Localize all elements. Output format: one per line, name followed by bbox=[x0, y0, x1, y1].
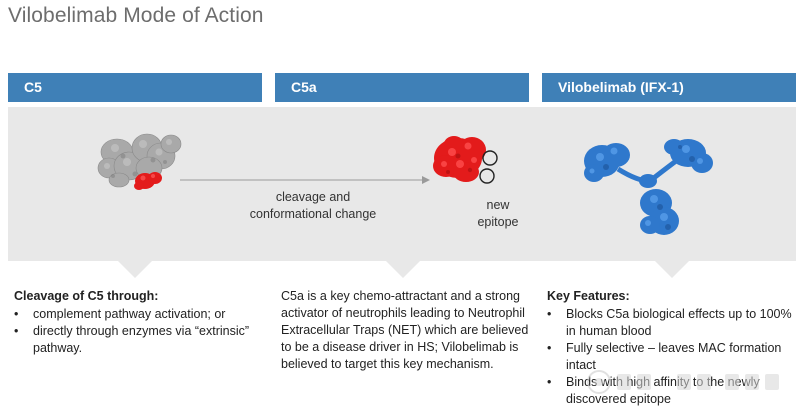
page-title: Vilobelimab Mode of Action bbox=[8, 4, 264, 27]
list-item: complement pathway activation; or bbox=[14, 306, 269, 323]
c5-protein-illustration bbox=[97, 133, 182, 190]
c5a-protein-illustration bbox=[433, 136, 498, 184]
cleavage-caption-line1: cleavage and bbox=[275, 190, 351, 204]
header-c5a: C5a bbox=[275, 73, 529, 102]
key-features-list: Blocks C5a biological effects up to 100%… bbox=[547, 306, 797, 408]
c5-description: Cleavage of C5 through: complement pathw… bbox=[14, 288, 269, 357]
epitope-caption-line2: epitope bbox=[477, 215, 519, 229]
epitope-caption: new epitope bbox=[458, 197, 538, 231]
pointer-c5 bbox=[118, 261, 152, 278]
c5-description-heading: Cleavage of C5 through: bbox=[14, 289, 159, 303]
list-item: Fully selective – leaves MAC formation i… bbox=[547, 340, 797, 374]
header-vilobelimab: Vilobelimab (IFX-1) bbox=[542, 73, 796, 102]
epitope-caption-line1: new bbox=[486, 198, 510, 212]
cleavage-caption-line2: conformational change bbox=[249, 207, 377, 221]
list-item: Blocks C5a biological effects up to 100%… bbox=[547, 306, 797, 340]
pointer-c5a bbox=[386, 261, 420, 278]
c5-bullet-list: complement pathway activation; or direct… bbox=[14, 306, 269, 357]
list-item: directly through enzymes via “extrinsic”… bbox=[14, 323, 269, 357]
cleavage-arrow bbox=[180, 176, 430, 184]
watermark-logo bbox=[587, 370, 779, 394]
c5a-description-text: C5a is a key chemo-attractant and a stro… bbox=[281, 289, 529, 371]
key-features-heading: Key Features: bbox=[547, 289, 630, 303]
header-c5: C5 bbox=[8, 73, 262, 102]
list-item: Binds with high affinity to the newly di… bbox=[547, 374, 797, 408]
pointer-vilobelimab bbox=[655, 261, 689, 278]
cleavage-caption: cleavage and conformational change bbox=[213, 189, 413, 223]
vilobelimab-description: Key Features: Blocks C5a biological effe… bbox=[547, 288, 797, 408]
c5a-description: C5a is a key chemo-attractant and a stro… bbox=[281, 288, 536, 373]
vilobelimab-antibody-illustration bbox=[584, 139, 713, 235]
